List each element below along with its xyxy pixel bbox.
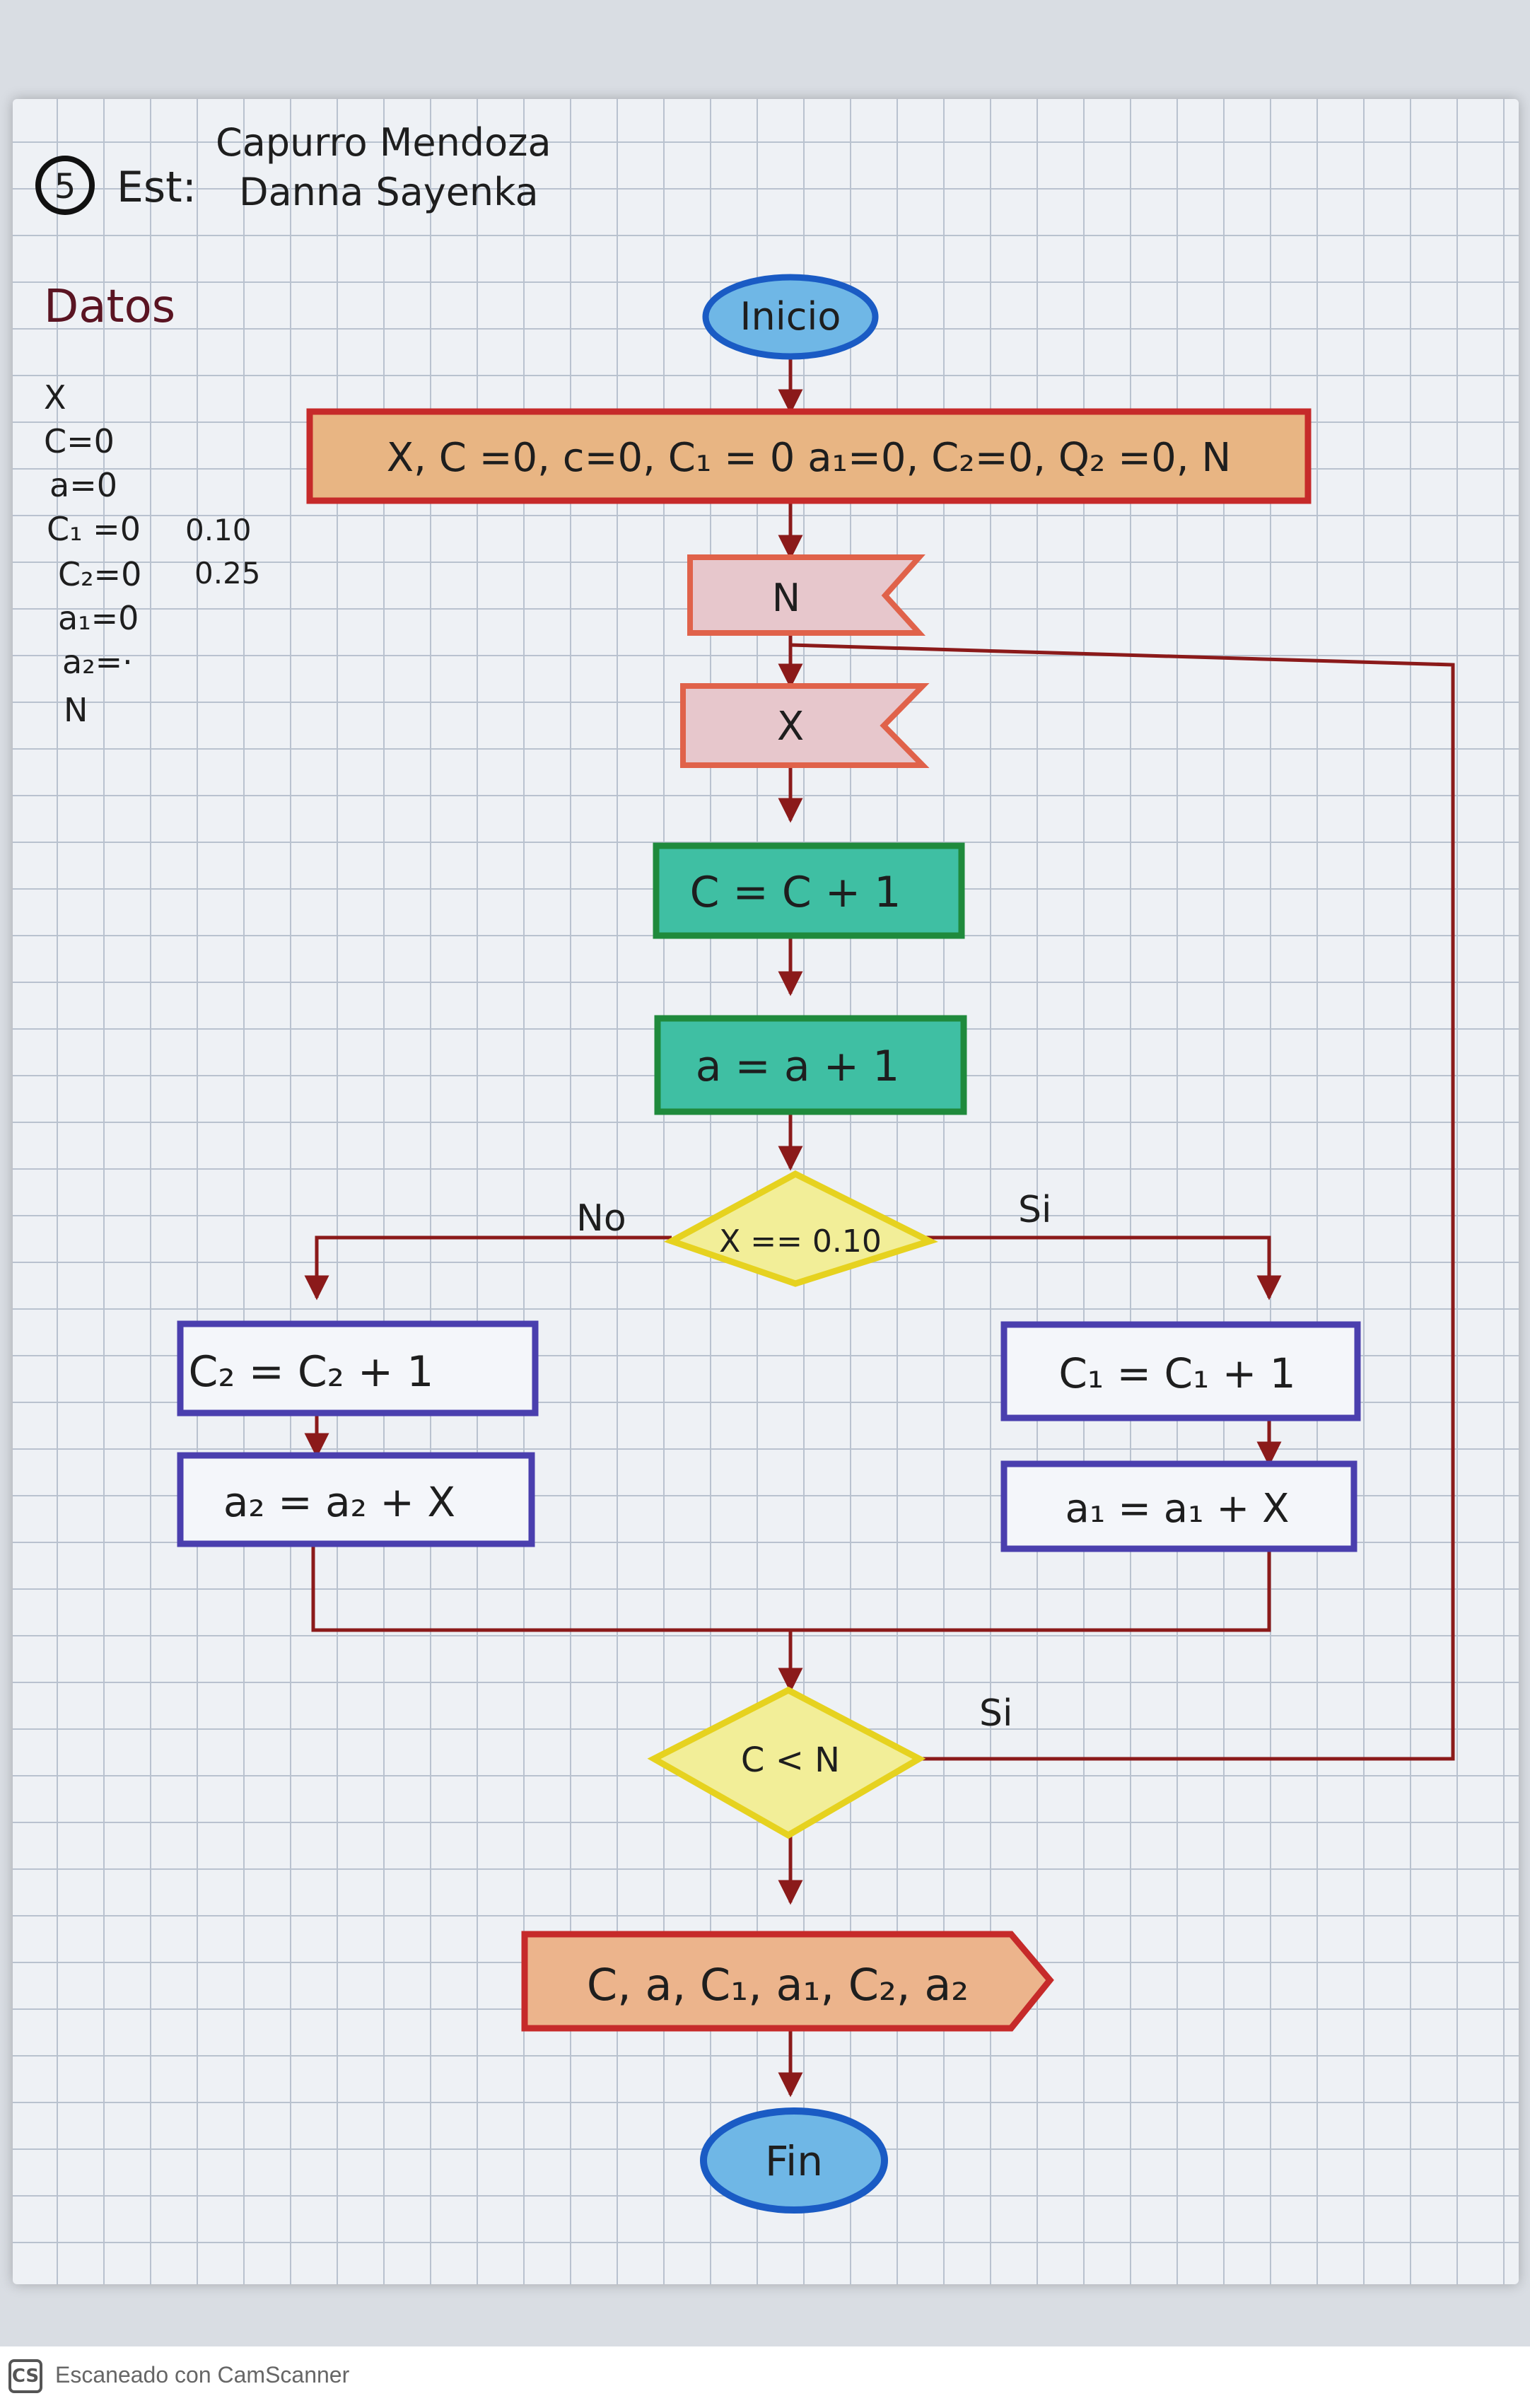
loop-label-si: Si: [979, 1692, 1012, 1735]
process-a-label: a = a + 1: [696, 1042, 900, 1091]
datos-item: N: [64, 691, 88, 729]
number-circle: [35, 156, 95, 215]
left-box-2: a₂ = a₂ + X: [177, 1452, 535, 1547]
datos-panel: Datos X C=0 a=0 C₁ =0 C₂=0 a₁=0 a₂=· N 0…: [44, 281, 261, 729]
left-box-1: C₂ = C₂ + 1: [177, 1320, 539, 1417]
end-terminal: Fin: [700, 2107, 888, 2214]
loop-back-line: [790, 643, 1455, 1761]
process-a-box: a = a + 1: [654, 1015, 967, 1115]
decision-1-label: X == 0.10: [719, 1223, 882, 1260]
datos-item: C=0: [44, 422, 115, 460]
student-given-name: Danna Sayenka: [239, 170, 539, 214]
left-box-1-label: C₂ = C₂ + 1: [189, 1347, 434, 1397]
init-label: X, C =0, c=0, C₁ = 0 a₁=0, C₂=0, Q₂ =0, …: [387, 435, 1231, 481]
datos-note: 0.25: [194, 556, 261, 591]
camscanner-text: Escaneado con CamScanner: [55, 2362, 350, 2387]
connectors: [304, 355, 1455, 2098]
datos-item: X: [44, 378, 66, 417]
right-box-1-label: C₁ = C₁ + 1: [1058, 1349, 1295, 1397]
input-x-label: X: [777, 704, 804, 750]
datos-item: C₁ =0: [47, 510, 141, 548]
start-label: Inicio: [740, 294, 841, 339]
camscanner-logo: CS: [8, 2359, 42, 2393]
scanner-footer: CS Escaneado con CamScanner: [0, 2346, 1530, 2408]
decision-1: X == 0.10: [663, 1170, 938, 1287]
end-label: Fin: [765, 2137, 823, 2185]
right-box-2: a₁ = a₁ + X: [1000, 1460, 1357, 1552]
start-terminal: Inicio: [702, 274, 879, 360]
process-c-box: C = C + 1: [653, 842, 965, 939]
init-box: X, C =0, c=0, C₁ = 0 a₁=0, C₂=0, Q₂ =0, …: [306, 408, 1312, 504]
right-box-1: C₁ = C₁ + 1: [1000, 1321, 1361, 1421]
right-box-2-label: a₁ = a₁ + X: [1065, 1486, 1290, 1532]
header: 5 Est: Capurro Mendoza Danna Sayenka: [35, 120, 551, 215]
datos-item: a₁=0: [58, 599, 139, 637]
datos-note: 0.10: [185, 513, 252, 547]
arrow-decision-si: [926, 1235, 1282, 1301]
exercise-number: 5: [54, 167, 76, 207]
decision-2-label: C < N: [741, 1740, 840, 1780]
input-n-shape: N: [687, 554, 926, 636]
process-c-label: C = C + 1: [690, 868, 901, 917]
est-label: Est:: [117, 163, 197, 212]
datos-item: C₂=0: [58, 555, 141, 593]
datos-item: a₂=·: [62, 643, 133, 681]
output-shape: C, a, C₁, a₁, C₂, a₂: [521, 1931, 1054, 2032]
decision-2: C < N: [647, 1686, 926, 1839]
input-x-shape: X: [680, 683, 930, 768]
arrow-decision-no: [304, 1235, 672, 1301]
input-n-label: N: [772, 576, 800, 620]
merge-line: [311, 1544, 1271, 1632]
student-surname: Capurro Mendoza: [216, 120, 551, 165]
datos-item: a=0: [49, 466, 117, 504]
left-box-2-label: a₂ = a₂ + X: [223, 1478, 455, 1526]
branch-label-si: Si: [1018, 1189, 1051, 1231]
output-label: C, a, C₁, a₁, C₂, a₂: [587, 1959, 969, 2011]
datos-title: Datos: [44, 281, 175, 333]
branch-label-no: No: [576, 1197, 626, 1240]
